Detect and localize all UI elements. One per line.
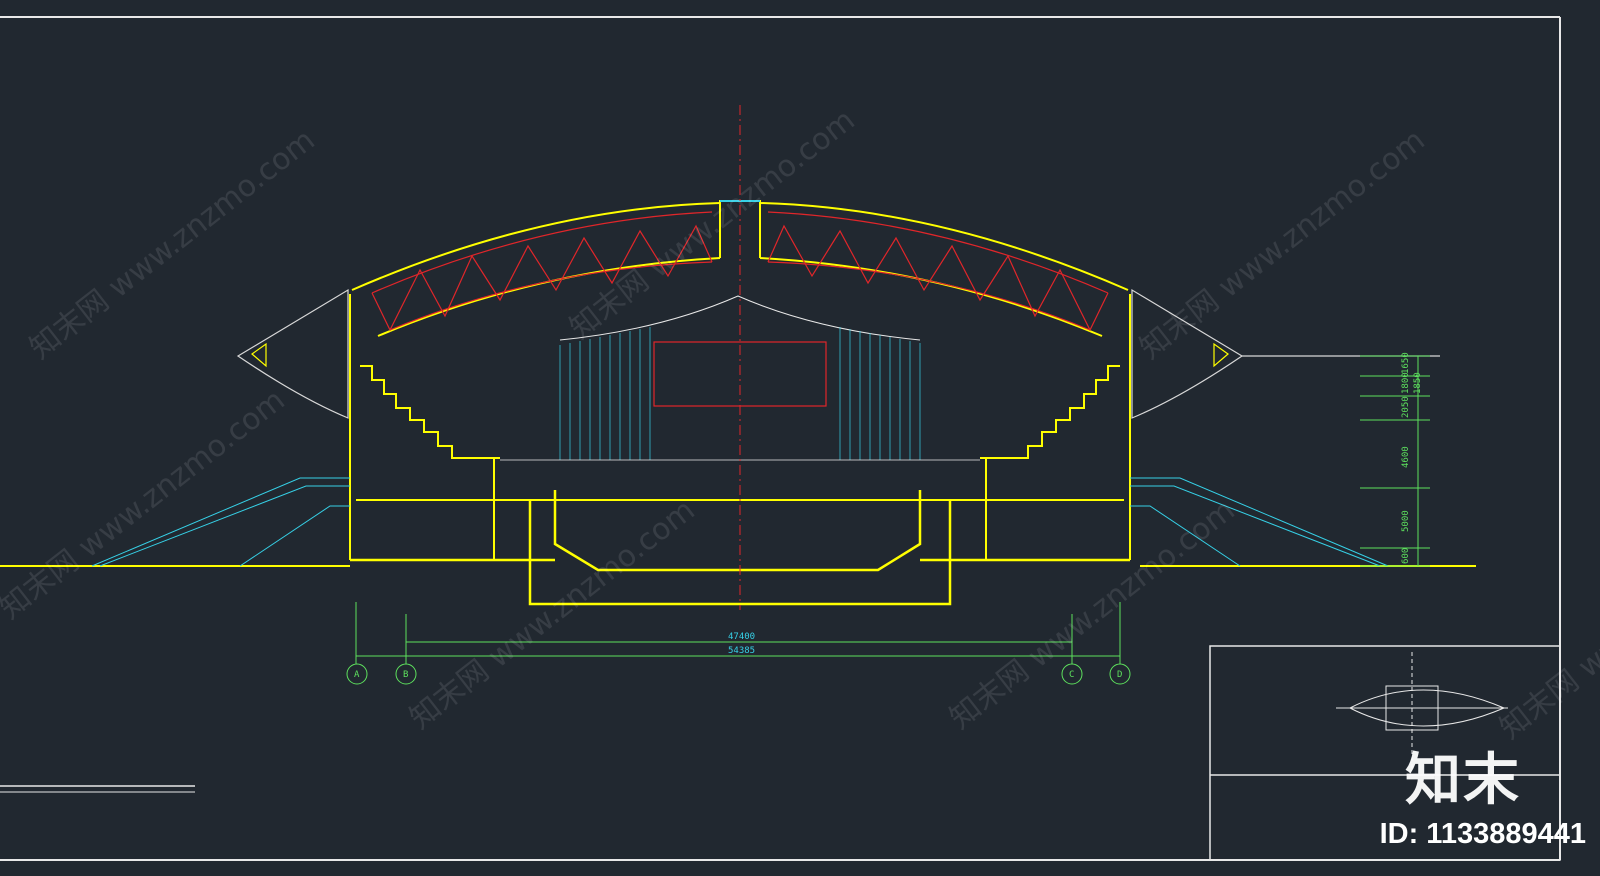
watermark-text-3: 知末网 www.znzmo.com xyxy=(1133,123,1431,367)
watermark-text-1: 知末网 www.znzmo.com xyxy=(23,123,321,367)
image-id-label: ID: 1133889441 xyxy=(1379,818,1586,850)
exterior-stairs xyxy=(91,477,1389,567)
axis-marker-c: C xyxy=(1069,670,1074,680)
watermark-text-6: 知末网 www.znzmo.com xyxy=(943,493,1241,737)
elevation-dimension-chain xyxy=(1360,355,1430,567)
roof-truss xyxy=(371,211,1109,407)
elev-dim-5: 4600 xyxy=(1401,446,1411,468)
watermark-text-5: 知末网 www.znzmo.com xyxy=(403,493,701,737)
watermark-text-7: 知末网 www.znzmo.com xyxy=(1493,503,1600,747)
elev-dim-6: 5000 xyxy=(1401,510,1411,532)
elev-dim-7: 600 xyxy=(1401,548,1411,564)
basement xyxy=(350,490,1130,606)
elev-dim-2: 1800 xyxy=(1401,372,1411,394)
elev-dim-1: 1650 xyxy=(1401,352,1411,374)
watermark-text-4: 知末网 www.znzmo.com xyxy=(0,383,292,627)
roof-wings xyxy=(236,288,1440,419)
drawing-frame xyxy=(0,16,1561,861)
watermark-text-2: 知末网 www.znzmo.com xyxy=(563,103,861,347)
axis-marker-a: A xyxy=(354,670,360,680)
elevation-dimension-labels: 1650 1800 1850 2050 4600 5000 600 xyxy=(1401,352,1423,564)
span-dimension-lines xyxy=(346,602,1131,685)
key-plan xyxy=(1336,652,1508,770)
axis-marker-b: B xyxy=(403,670,408,680)
brand-logo-watermark: 知末 xyxy=(1405,748,1521,813)
axis-marker-d: D xyxy=(1117,670,1122,680)
axis-marker-labels: A B C D xyxy=(354,670,1122,680)
total-span-dimension: 54385 xyxy=(728,646,755,656)
inner-span-dimension: 47400 xyxy=(728,632,755,642)
elev-dim-3: 1850 xyxy=(1413,372,1423,394)
elev-dim-4: 2050 xyxy=(1401,396,1411,418)
watermarks: 知末网 www.znzmo.com 知末网 www.znzmo.com 知末网 … xyxy=(0,103,1600,747)
